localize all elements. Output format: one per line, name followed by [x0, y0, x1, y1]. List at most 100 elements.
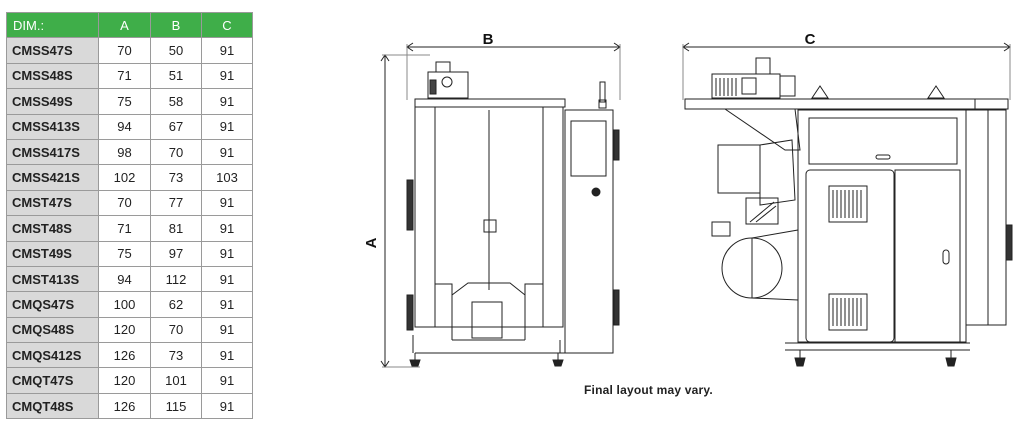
dim-c-cell: 91 [201, 316, 253, 344]
dim-c-cell: 91 [201, 138, 253, 166]
header-c: C [201, 11, 253, 39]
model-cell: CMSS48S [6, 62, 99, 90]
dim-c-cell: 91 [201, 291, 253, 318]
dim-c-cell: 91 [201, 392, 253, 420]
label-a: A [363, 237, 380, 248]
side-panel [894, 169, 961, 343]
dim-b-cell: 50 [150, 37, 202, 64]
model-cell: CMSS413S [6, 113, 99, 140]
model-cell: CMST47S [6, 189, 99, 217]
dim-a-cell: 75 [98, 88, 151, 115]
dim-b-cell: 115 [150, 392, 202, 420]
dim-a-cell: 98 [98, 138, 151, 166]
dim-c-cell: 91 [201, 88, 253, 115]
model-cell: CMST413S [6, 265, 99, 293]
technical-drawing: B C A [363, 31, 1013, 368]
gearbox [717, 144, 761, 194]
dim-a-cell: 94 [98, 113, 151, 140]
model-cell: CMST48S [6, 215, 99, 242]
dim-a-cell: 71 [98, 215, 151, 242]
dim-a-cell: 126 [98, 392, 151, 420]
model-cell: CMSS49S [6, 88, 99, 115]
model-cell: CMSS417S [6, 138, 99, 166]
foot-right [552, 359, 564, 367]
dim-b-cell: 101 [150, 367, 202, 394]
dim-a-cell: 126 [98, 342, 151, 369]
control-display [570, 120, 607, 177]
dim-b-cell: 77 [150, 189, 202, 217]
model-cell: CMQS48S [6, 316, 99, 344]
dim-a-cell: 94 [98, 265, 151, 293]
model-cell: CMST49S [6, 240, 99, 267]
chamber-body-side [797, 109, 967, 343]
dim-b-cell: 58 [150, 88, 202, 115]
top-plate-front [414, 98, 566, 108]
dim-b-cell: 51 [150, 62, 202, 90]
dim-a-cell: 102 [98, 164, 151, 191]
top-plate-side [684, 98, 1009, 110]
dim-c-cell: 91 [201, 215, 253, 242]
dim-a-cell: 120 [98, 367, 151, 394]
small-box [711, 221, 731, 237]
label-c: C [805, 31, 816, 48]
dim-c-cell: 103 [201, 164, 253, 191]
label-b: B [483, 31, 494, 48]
frame-column [965, 109, 989, 326]
foot-side-left [794, 357, 806, 367]
dim-a-cell: 100 [98, 291, 151, 318]
dim-c-cell: 91 [201, 265, 253, 293]
model-cell: CMSS421S [6, 164, 99, 191]
dim-b-cell: 112 [150, 265, 202, 293]
layout-disclaimer: Final layout may vary. [584, 383, 713, 397]
dim-a-cell: 70 [98, 189, 151, 217]
dim-c-cell: 91 [201, 367, 253, 394]
drain-box [471, 301, 503, 339]
dim-a-cell: 120 [98, 316, 151, 344]
model-cell: CMSS47S [6, 37, 99, 64]
signal-light [599, 81, 606, 103]
table-header-row: DIM.: A B C [6, 11, 253, 39]
vent-bottom [828, 293, 868, 331]
dim-c-cell: 91 [201, 189, 253, 217]
control-button [591, 187, 601, 197]
support-arm [723, 108, 801, 151]
dim-c-cell: 91 [201, 342, 253, 369]
dim-c-cell: 91 [201, 37, 253, 64]
dim-a-cell: 75 [98, 240, 151, 267]
dim-b-cell: 62 [150, 291, 202, 318]
vacuum-pump-side [711, 57, 796, 99]
foot-side-right [945, 357, 957, 367]
model-cell: CMQS47S [6, 291, 99, 318]
dim-b-cell: 73 [150, 164, 202, 191]
header-dim: DIM.: [6, 11, 99, 39]
valve-unit [745, 197, 779, 225]
vent-top [828, 185, 868, 223]
panel-handle [942, 249, 950, 265]
foot-left [409, 359, 421, 367]
dim-b-cell: 73 [150, 342, 202, 369]
vacuum-pump-front [427, 61, 469, 99]
dim-b-cell: 70 [150, 138, 202, 166]
dim-c-cell: 91 [201, 113, 253, 140]
chamber-body-front [414, 106, 564, 328]
lift-eye-right [927, 85, 945, 99]
dim-a-cell: 70 [98, 37, 151, 64]
model-cell: CMQT48S [6, 392, 99, 420]
door-handle [483, 219, 497, 233]
dim-b-cell: 81 [150, 215, 202, 242]
model-cell: CMQT47S [6, 367, 99, 394]
lid-panel [808, 117, 958, 165]
